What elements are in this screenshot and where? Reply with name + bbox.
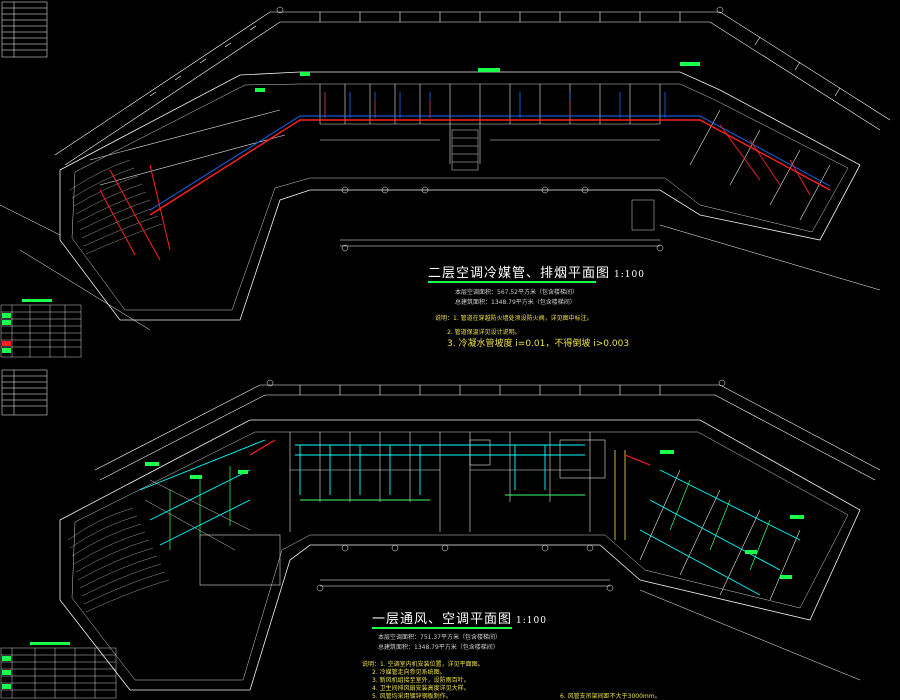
top-note-2: 2. 管道保温详见设计说明。 [447,329,521,336]
top-notes-intro-2: 总建筑面积：1348.79平方米（包含楼梯间） [455,299,576,306]
top-note-3: 3. 冷凝水管坡度 i=0.01，不得倒坡 i>0.003 [447,339,630,349]
top-note-1: 说明：1. 管道在穿越防火墙处须设防火阀，详见图中标注。 [435,315,593,322]
top-plan [0,6,891,331]
legend-title-bar-top [22,299,52,302]
bottom-note-5: 5. 风管均采用镀锌钢板制作。 [372,693,452,700]
bottom-note-6: 6. 风管支吊架间距不大于3000mm。 [560,693,661,700]
bottom-ventilation-ducts [139,439,801,596]
top-notes-intro-1: 本层空调面积：567.52平方米（包含楼梯间） [455,289,578,296]
top-plan-title-text: 二层空调冷媒管、排烟平面图 [428,266,611,281]
bottom-equipment-tags [145,450,804,579]
bottom-plan-title-text: 一层通风、空调平面图 [372,612,513,627]
legend-title-bar-bottom [30,642,70,645]
bottom-note-1: 说明：1. 空调室内机安装位置，详见平面图。 [362,661,484,668]
top-equipment-tags [255,62,700,92]
bottom-plan [59,379,881,691]
bottom-plan-scale: 1:100 [516,616,547,626]
bottom-note-3: 3. 新风机组接至室外，设防雨百叶。 [372,677,470,684]
top-refrigerant-pipes [99,92,831,261]
bottom-plan-title-underline [372,627,512,629]
equipment-schedule-top [0,304,82,358]
bottom-notes-intro-2: 总建筑面积：1348.79平方米（包含楼梯间） [378,644,499,651]
equipment-schedule-bottom [0,647,117,699]
bottom-note-2: 2. 冷媒管走向参见系统图。 [372,669,446,676]
top-plan-title-underline [428,281,596,283]
top-plan-scale: 1:100 [614,270,645,280]
bottom-notes-intro-1: 本层空调面积：751.37平方米（包含楼梯间） [378,634,501,641]
legend-frames [1,1,48,416]
bottom-note-4: 4. 卫生间排风扇安装高度详见大样。 [372,685,470,692]
